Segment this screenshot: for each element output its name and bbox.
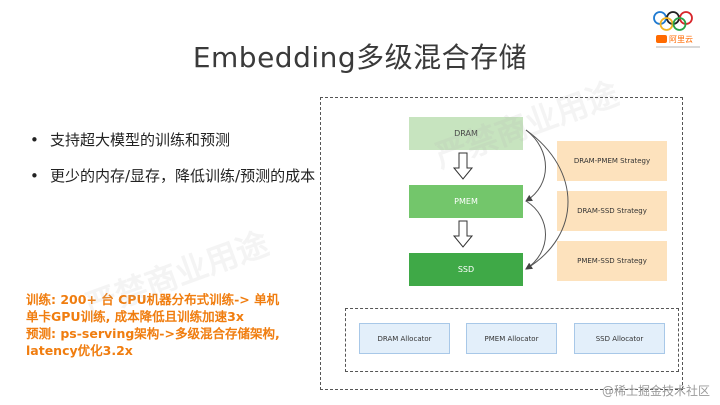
bullet-text: 支持超大模型的训练和预测 — [50, 131, 231, 149]
highlight-notes: 训练: 200+ 台 CPU机器分布式训练-> 单机 单卡GPU训练, 成本降低… — [26, 291, 346, 359]
ssd-tier: SSD — [409, 253, 523, 286]
pmem-allocator: PMEM Allocator — [466, 323, 557, 354]
bullet-dot-icon: • — [30, 131, 39, 149]
dram-pmem-strategy: DRAM-PMEM Strategy — [557, 141, 667, 181]
bullet-item: • 支持超大模型的训练和预测 — [28, 128, 338, 152]
svg-text:阿里云: 阿里云 — [669, 35, 693, 44]
highlight-line: 训练: 200+ 台 CPU机器分布式训练-> 单机 — [26, 292, 280, 307]
dram-allocator: DRAM Allocator — [359, 323, 450, 354]
storage-diagram-frame — [320, 97, 683, 390]
alibaba-cloud-logo: 阿里云 — [648, 8, 710, 52]
allocator-group-frame — [345, 308, 679, 372]
dram-tier: DRAM — [409, 117, 523, 150]
slide-title: Embedding多级混合存储 — [192, 41, 528, 74]
dram-ssd-strategy: DRAM-SSD Strategy — [557, 191, 667, 231]
bullet-item: • 更少的内存/显存，降低训练/预测的成本 — [28, 164, 338, 188]
bullet-text: 更少的内存/显存，降低训练/预测的成本 — [50, 167, 316, 185]
bullet-list: • 支持超大模型的训练和预测 • 更少的内存/显存，降低训练/预测的成本 — [28, 128, 338, 200]
pmem-tier: PMEM — [409, 185, 523, 218]
highlight-line: latency优化3.2x — [26, 343, 133, 358]
ssd-allocator: SSD Allocator — [574, 323, 665, 354]
highlight-line: 单卡GPU训练, 成本降低且训练加速3x — [26, 309, 244, 324]
pmem-ssd-strategy: PMEM-SSD Strategy — [557, 241, 667, 281]
highlight-line: 预测: ps-serving架构->多级混合存储架构, — [26, 326, 280, 341]
footer-credit: @稀土掘金技术社区 — [601, 384, 710, 398]
bullet-dot-icon: • — [30, 167, 39, 185]
